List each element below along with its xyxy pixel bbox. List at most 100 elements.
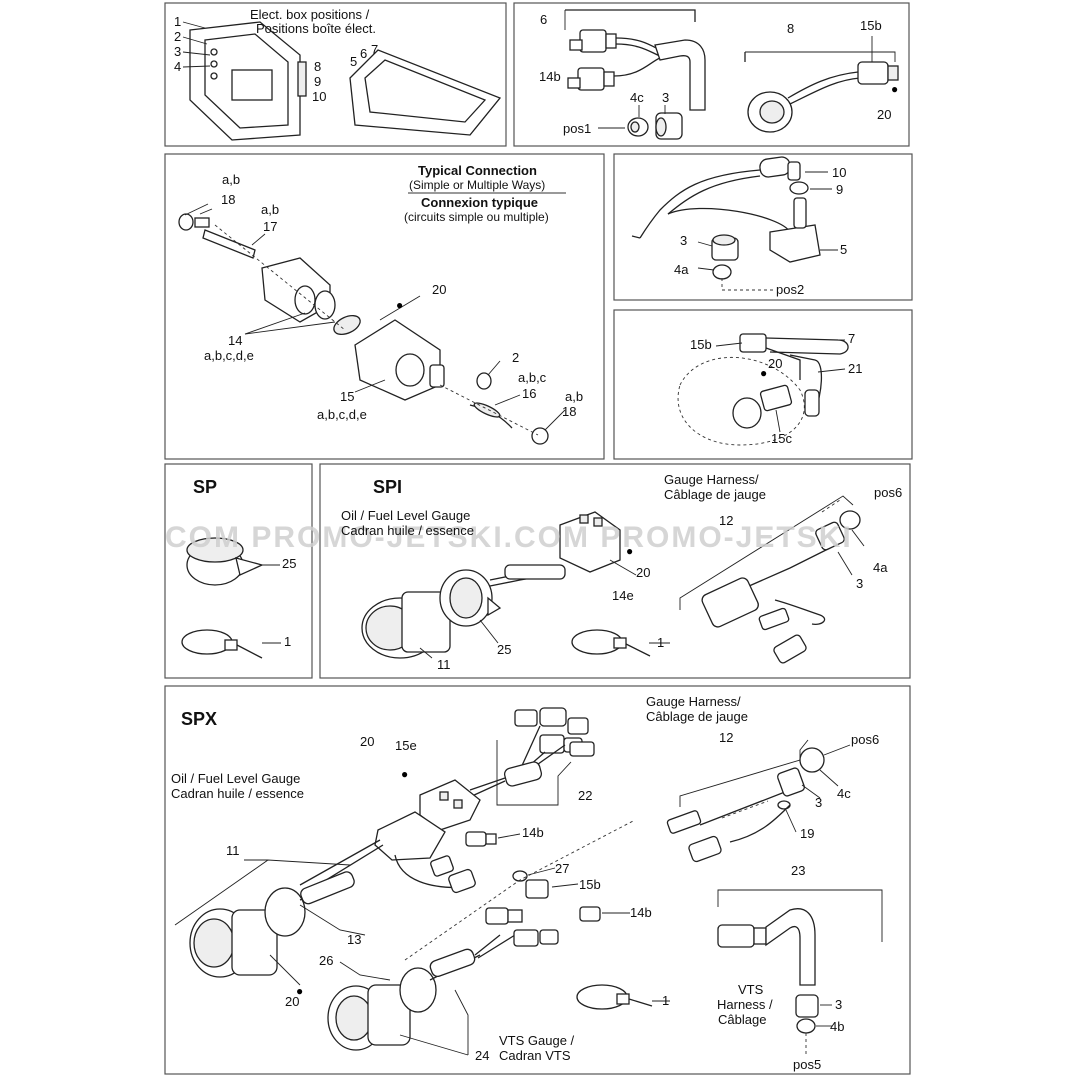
callout-18a: 18 [221,192,236,207]
typical-connection-exploded [178,208,549,445]
callout-10b: 10 [832,165,847,180]
callout-abc: a,b,c [518,370,547,385]
drop-icon: ● [396,298,404,312]
callout-14e: 14e [612,588,634,603]
callout-14b-spx-1: 14b [522,825,544,840]
spx-connector-15e [299,779,481,894]
spx-harness-en: Gauge Harness/ [646,694,741,709]
callout-20: 20 [877,107,892,122]
callout-3-spx-b: 3 [835,997,843,1012]
callout-25-spi: 25 [497,642,512,657]
spx-plug-14b [465,831,497,847]
callout-15e: 15e [395,738,417,753]
spx-title: SPX [181,709,218,729]
callout-6b: 6 [540,12,548,27]
callout-7: 7 [371,42,379,57]
spi-title: SPI [373,477,403,497]
spx-small-connectors [430,855,476,894]
callout-16: 16 [522,386,537,401]
elec-box-tray [349,49,502,136]
callout-5: 5 [350,54,358,69]
spx-gauge-fr: Cadran huile / essence [171,786,304,801]
typical-title-en: Typical Connection [418,163,537,178]
spx-cable-tie-1 [576,984,653,1010]
nut-3 [655,112,683,140]
spi-cable-tie-1 [571,629,651,657]
callout-pos6-spx: pos6 [851,732,880,747]
spx-vts-harness-connectors [404,819,636,961]
callout-4c: 4c [630,90,644,105]
callout-1: 1 [174,14,182,29]
panel-typical-frame [164,153,605,460]
callout-2c: 2 [512,350,520,365]
typical-divider [408,192,566,194]
callout-20-spx-a: 20 [360,734,375,749]
callout-27: 27 [555,861,570,876]
elec-box-title-fr: Positions boîte élect. [256,21,376,36]
drop-icon: ● [760,366,768,380]
callout-15: 15 [340,389,355,404]
panel-switch-frame [613,153,913,301]
callout-25-sp: 25 [282,556,297,571]
spx-vts-gauge-24 [327,934,516,1051]
callout-15b-b: 15b [690,337,712,352]
callout-19: 19 [800,826,815,841]
callout-4: 4 [174,59,182,74]
callout-ab-3: a,b [565,389,584,404]
callout-7b: 7 [848,331,856,346]
sp-bezel-25 [186,537,264,586]
spi-harness-en: Gauge Harness/ [664,472,759,487]
spi-gauge-assembly [361,511,621,659]
callout-pos6-spi: pos6 [874,485,903,500]
callout-12-spi: 12 [719,513,734,528]
callout-22: 22 [578,788,593,803]
drop-icon: ● [891,82,899,96]
spx-vts-gauge-en: VTS Gauge / [499,1033,575,1048]
callout-ab-2: a,b [261,202,280,217]
spi-gauge-en: Oil / Fuel Level Gauge [341,508,471,523]
drop-icon: ● [296,984,304,998]
callout-24: 24 [475,1048,490,1063]
panel-connectors-frame [513,2,910,147]
callout-5b: 5 [840,242,848,257]
callout-14: 14 [228,333,243,348]
drop-icon: ● [401,767,409,781]
sensor-harness-8 [744,51,899,133]
elec-box-rear [189,21,307,141]
callout-23: 23 [791,863,806,878]
callout-pos2: pos2 [776,282,805,297]
spx-vts-line2: Harness / [717,997,773,1012]
callout-1-sp: 1 [284,634,292,649]
callout-18b: 18 [562,404,577,419]
elec-box-title-en: Elect. box positions / [250,7,370,22]
callout-4a: 4a [674,262,689,277]
typical-title-fr: Connexion typique [421,195,538,210]
callout-20c: 20 [432,282,447,297]
callout-3d: 3 [680,233,688,248]
spx-gauge-11 [174,859,355,978]
callout-15c: 15c [771,431,792,446]
callout-1-spx: 1 [662,993,670,1008]
sp-title: SP [193,477,218,497]
callout-4a-spi: 4a [873,560,888,575]
harness-15b-15c [677,333,849,446]
grommet-4c [627,117,649,137]
callout-20-spx-b: 20 [285,994,300,1009]
typical-sub-fr: (circuits simple ou multiple) [404,210,549,224]
drop-icon: ● [626,544,634,558]
callout-9: 9 [314,74,322,89]
spi-gauge-fr: Cadran huile / essence [341,523,474,538]
callout-13: 13 [347,932,362,947]
callout-20-spi: 20 [636,565,651,580]
callout-10: 10 [312,89,327,104]
callout-20d: 20 [768,356,783,371]
callout-21: 21 [848,361,863,376]
panel-elec-box-frame [164,2,507,147]
panel-spi-frame [319,463,911,679]
panel-spx-frame [164,685,911,1075]
callout-15-suffix: a,b,c,d,e [317,407,367,422]
spx-vts-line3: Câblage [718,1012,767,1027]
callout-8: 8 [314,59,322,74]
callout-11-spi: 11 [437,657,451,672]
